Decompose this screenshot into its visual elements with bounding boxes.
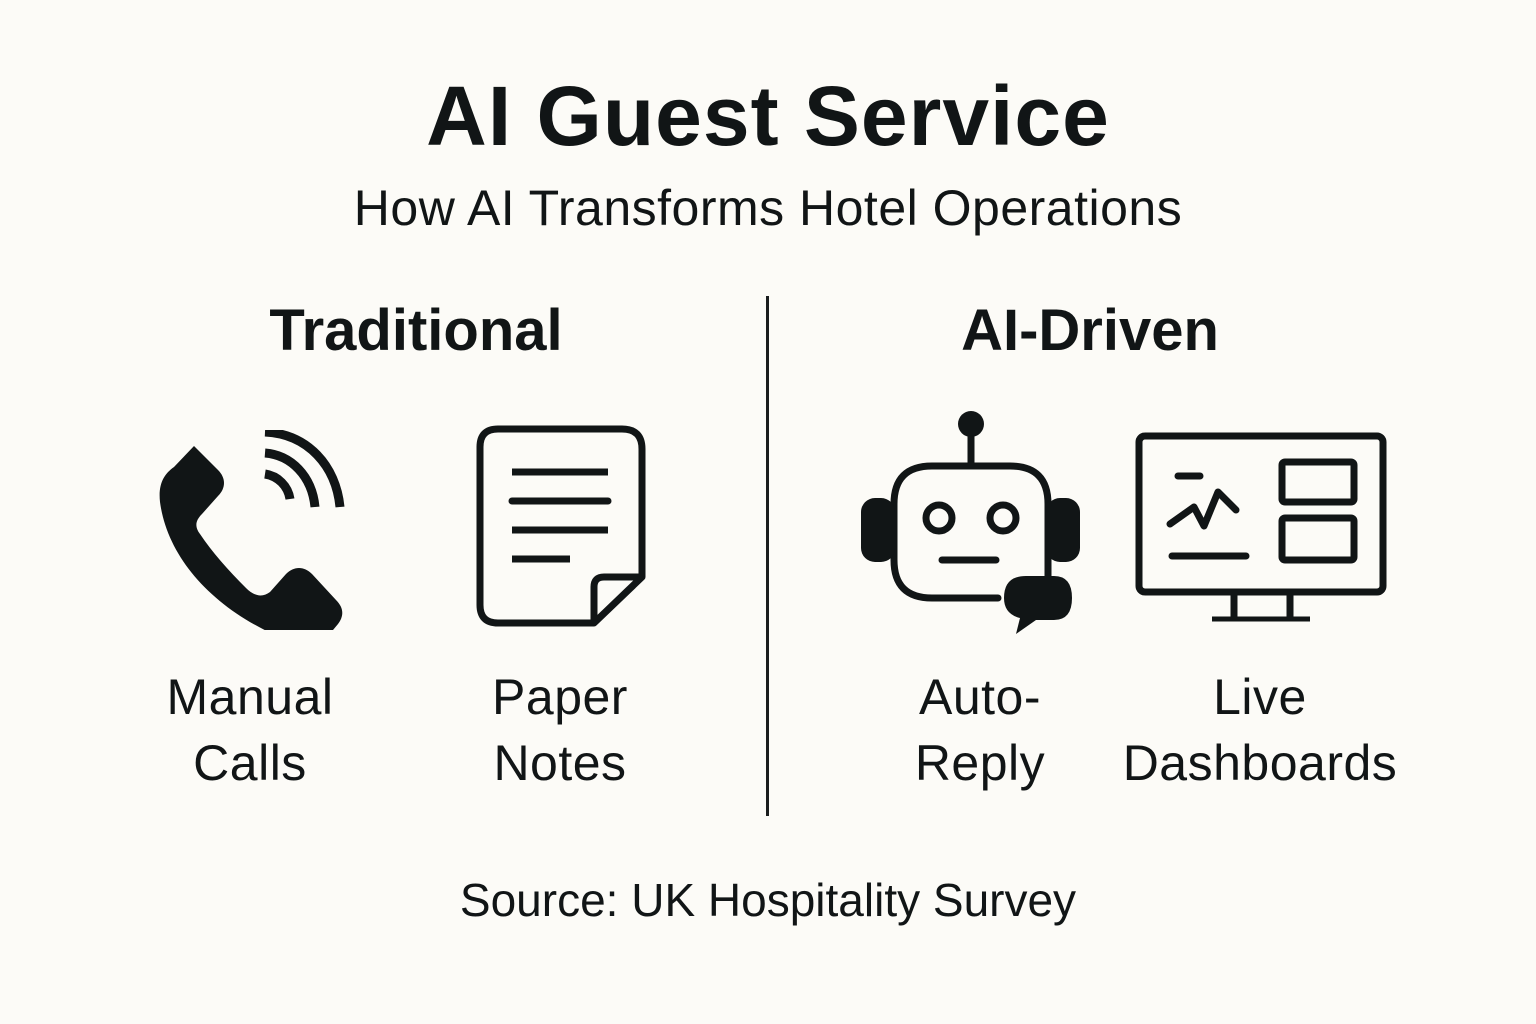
label-paper-notes: Paper Notes: [410, 664, 710, 796]
label-line: Reply: [914, 735, 1046, 791]
label-line: Auto-: [918, 669, 1041, 725]
column-divider: [766, 296, 769, 816]
label-line: Live: [1213, 669, 1307, 725]
robot-headset-icon: [858, 408, 1080, 638]
label-line: Paper: [492, 669, 628, 725]
dashboard-monitor-icon: [1134, 432, 1390, 626]
page-subtitle: How AI Transforms Hotel Operations: [353, 180, 1183, 236]
label-line: Manual: [166, 669, 334, 725]
label-line: Dashboards: [1122, 735, 1398, 791]
page-title: AI Guest Service: [426, 69, 1110, 163]
column-heading-ai-driven: AI-Driven: [961, 298, 1219, 363]
label-line: Calls: [193, 735, 307, 791]
label-manual-calls: Manual Calls: [100, 664, 400, 796]
label-line: Notes: [493, 735, 627, 791]
label-live-dashboards: Live Dashboards: [1100, 664, 1420, 796]
document-icon: [476, 425, 648, 629]
phone-icon: [150, 430, 350, 630]
source-citation: Source: UK Hospitality Survey: [459, 874, 1077, 926]
column-heading-traditional: Traditional: [269, 298, 563, 363]
label-auto-reply: Auto- Reply: [830, 664, 1130, 796]
